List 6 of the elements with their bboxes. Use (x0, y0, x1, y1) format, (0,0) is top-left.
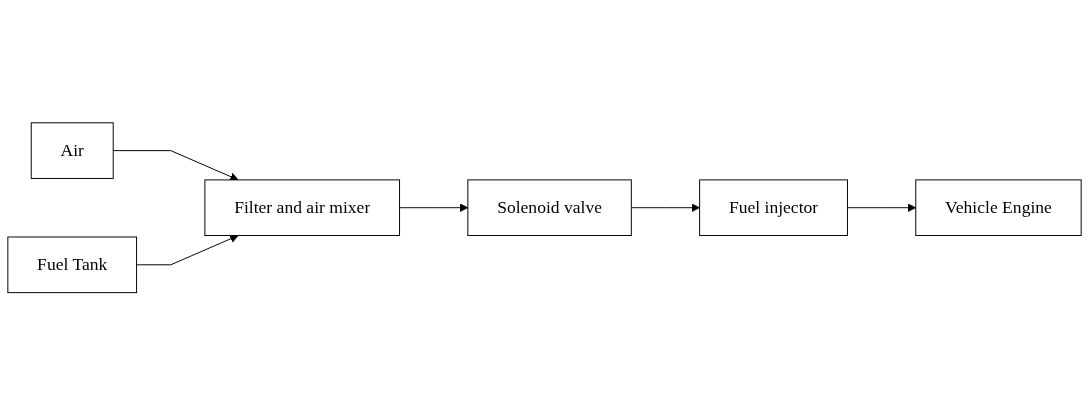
node-box: Filter and air mixer (204, 179, 401, 237)
node-box: Solenoid valve (467, 179, 632, 237)
node-box: Air (30, 122, 114, 180)
node-box: Fuel Tank (7, 236, 138, 294)
node-box: Vehicle Engine (915, 179, 1082, 237)
node-box: Fuel injector (699, 179, 848, 237)
